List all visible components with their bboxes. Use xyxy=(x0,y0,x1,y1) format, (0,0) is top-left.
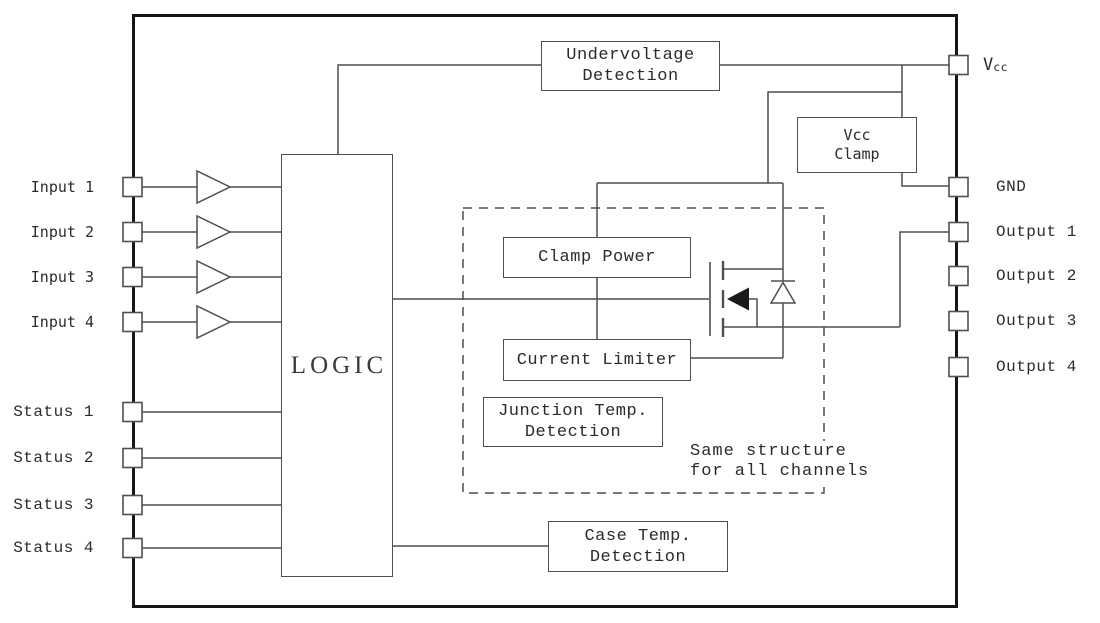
undervoltage-detection-block: Undervoltage Detection xyxy=(541,41,720,91)
pin-label-vcc: Vcc xyxy=(983,55,1008,75)
pin-square-status-1 xyxy=(122,401,143,423)
pin-square-output-1 xyxy=(948,221,969,243)
vcc-clamp-label-line1: Vcc xyxy=(843,126,871,144)
ic-package-outline xyxy=(132,14,958,608)
undervoltage-detection-label-line2: Detection xyxy=(582,67,679,86)
pin-label-output-4: Output 4 xyxy=(996,358,1077,376)
junction-temp-detection-block: Junction Temp. Detection xyxy=(483,397,663,447)
pin-square-status-4 xyxy=(122,537,143,559)
same-structure-annotation: Same structure for all channels xyxy=(688,441,872,482)
pin-label-status-4: Status 4 xyxy=(13,539,94,557)
buffer-icon xyxy=(196,259,232,295)
junction-temp-label-line2: Detection xyxy=(524,423,622,442)
pin-label-status-3: Status 3 xyxy=(13,496,94,514)
undervoltage-detection-label-line1: Undervoltage xyxy=(566,46,695,65)
vcc-label-main: V xyxy=(983,55,994,75)
logic-label: LOGIC xyxy=(290,351,388,379)
vcc-label-sub: cc xyxy=(993,60,1009,74)
case-temp-label-line2: Detection xyxy=(589,547,687,567)
input-buffer-icons xyxy=(196,169,232,340)
pin-square-input-1 xyxy=(122,176,143,198)
pin-square-vcc xyxy=(948,54,969,76)
vcc-clamp-label-line2: Clamp xyxy=(834,145,880,163)
pin-label-status-2: Status 2 xyxy=(13,449,94,467)
pin-label-output-3: Output 3 xyxy=(996,312,1077,330)
pin-label-gnd: GND xyxy=(996,178,1027,196)
mosfet-symbol xyxy=(709,261,749,337)
pin-square-gnd xyxy=(948,176,969,198)
clamp-power-block: Clamp Power xyxy=(503,237,691,278)
channel-structure-dashed-box xyxy=(462,207,825,494)
pin-square-input-3 xyxy=(122,266,143,288)
body-diode-icon xyxy=(769,280,797,304)
diode-triangle xyxy=(769,281,797,304)
logic-block: LOGIC xyxy=(281,154,393,577)
current-limiter-block: Current Limiter xyxy=(503,339,691,381)
clamp-power-label: Clamp Power xyxy=(538,248,656,267)
case-temp-detection-block: Case Temp. Detection xyxy=(548,521,728,572)
pin-label-input-4: Input 4 xyxy=(30,313,94,331)
annotation-line2: for all channels xyxy=(690,461,870,481)
pin-square-input-4 xyxy=(122,311,143,333)
right-pin-squares xyxy=(948,54,969,378)
junction-temp-label-line1: Junction Temp. xyxy=(498,402,648,421)
buffer-icon xyxy=(196,304,232,340)
case-temp-label-line1: Case Temp. xyxy=(584,526,692,546)
left-pin-squares xyxy=(122,176,143,559)
wires xyxy=(142,64,949,549)
pin-label-output-2: Output 2 xyxy=(996,267,1077,285)
pin-label-input-3: Input 3 xyxy=(30,268,94,286)
pin-square-output-2 xyxy=(948,265,969,287)
pin-square-status-3 xyxy=(122,494,143,516)
pin-label-status-1: Status 1 xyxy=(13,403,94,421)
current-limiter-label: Current Limiter xyxy=(516,350,678,370)
pin-square-input-2 xyxy=(122,221,143,243)
annotation-line1: Same structure xyxy=(690,442,847,461)
mosfet-body-arrow-icon xyxy=(727,287,749,311)
buffer-icon xyxy=(196,169,232,205)
pin-square-status-2 xyxy=(122,447,143,469)
pin-square-output-4 xyxy=(948,356,969,378)
pin-label-output-1: Output 1 xyxy=(996,223,1077,241)
pin-label-input-2: Input 2 xyxy=(30,223,94,241)
pin-square-output-3 xyxy=(948,310,969,332)
buffer-icon xyxy=(196,214,232,250)
pin-label-input-1: Input 1 xyxy=(30,178,94,196)
vcc-clamp-block: Vcc Clamp xyxy=(797,117,917,173)
